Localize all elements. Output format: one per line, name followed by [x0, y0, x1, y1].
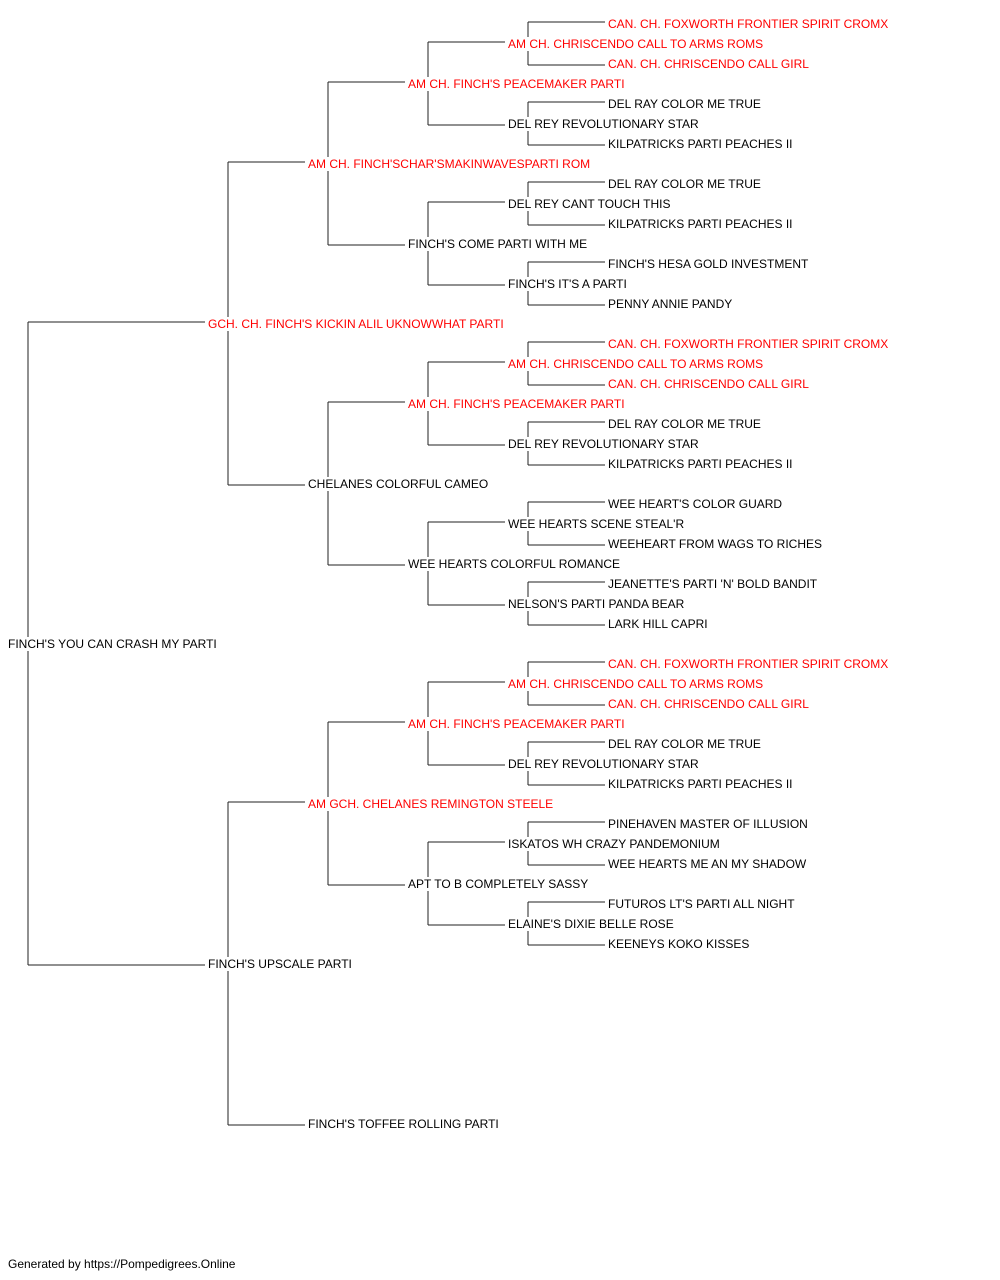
pedigree-name-gen4: ELAINE'S DIXIE BELLE ROSE — [508, 917, 674, 931]
pedigree-name-gen3: WEE HEARTS COLORFUL ROMANCE — [408, 557, 621, 571]
pedigree-name-gen5: FINCH'S HESA GOLD INVESTMENT — [608, 257, 809, 271]
pedigree-name-gen3: APT TO B COMPLETELY SASSY — [408, 877, 589, 891]
pedigree-name-gen3: AM CH. FINCH'S PEACEMAKER PARTI — [408, 397, 625, 411]
pedigree-name-gen5: KILPATRICKS PARTI PEACHES II — [608, 777, 793, 791]
pedigree-name-gen4: FINCH'S IT'S A PARTI — [508, 277, 627, 291]
pedigree-name-gen4: DEL REY CANT TOUCH THIS — [508, 197, 671, 211]
pedigree-name-gen2: AM CH. FINCH'SCHAR'SMAKINWAVESPARTI ROM — [308, 157, 591, 171]
pedigree-name-gen5: KILPATRICKS PARTI PEACHES II — [608, 137, 793, 151]
pedigree-name-gen5: JEANETTE'S PARTI 'N' BOLD BANDIT — [608, 577, 818, 591]
pedigree-name-gen5: CAN. CH. CHRISCENDO CALL GIRL — [608, 57, 809, 71]
pedigree-name-gen3: AM CH. FINCH'S PEACEMAKER PARTI — [408, 717, 625, 731]
pedigree-name-gen4: ISKATOS WH CRAZY PANDEMONIUM — [508, 837, 720, 851]
pedigree-name-gen4: AM CH. CHRISCENDO CALL TO ARMS ROMS — [508, 37, 764, 51]
pedigree-name-gen5: KILPATRICKS PARTI PEACHES II — [608, 457, 793, 471]
pedigree-name-gen4: AM CH. CHRISCENDO CALL TO ARMS ROMS — [508, 677, 764, 691]
pedigree-name-gen4: WEE HEARTS SCENE STEAL'R — [508, 517, 685, 531]
pedigree-name-gen3: FINCH'S COME PARTI WITH ME — [408, 237, 588, 251]
pedigree-name-gen5: DEL RAY COLOR ME TRUE — [608, 97, 761, 111]
pedigree-name-gen2: CHELANES COLORFUL CAMEO — [308, 477, 489, 491]
pedigree-name-gen4: DEL REY REVOLUTIONARY STAR — [508, 757, 699, 771]
pedigree-name-gen5: CAN. CH. FOXWORTH FRONTIER SPIRIT CROMX — [608, 337, 889, 351]
pedigree-name-gen0: FINCH'S YOU CAN CRASH MY PARTI — [8, 637, 217, 651]
pedigree-name-gen5: KEENEYS KOKO KISSES — [608, 937, 750, 951]
pedigree-name-gen5: FUTUROS LT'S PARTI ALL NIGHT — [608, 897, 795, 911]
pedigree-name-gen2: AM GCH. CHELANES REMINGTON STEELE — [308, 797, 554, 811]
pedigree-name-gen5: PINEHAVEN MASTER OF ILLUSION — [608, 817, 808, 831]
pedigree-name-gen5: CAN. CH. FOXWORTH FRONTIER SPIRIT CROMX — [608, 17, 889, 31]
pedigree-name-gen2: FINCH'S TOFFEE ROLLING PARTI — [308, 1117, 499, 1131]
pedigree-name-gen5: WEEHEART FROM WAGS TO RICHES — [608, 537, 823, 551]
pedigree-name-gen5: DEL RAY COLOR ME TRUE — [608, 737, 761, 751]
pedigree-name-gen4: DEL REY REVOLUTIONARY STAR — [508, 437, 699, 451]
pedigree-name-gen5: CAN. CH. CHRISCENDO CALL GIRL — [608, 377, 809, 391]
pedigree-name-gen1: GCH. CH. FINCH'S KICKIN ALIL UKNOWWHAT P… — [208, 317, 504, 331]
pedigree-name-gen5: PENNY ANNIE PANDY — [608, 297, 733, 311]
footer-credit: Generated by https://Pompedigrees.Online — [8, 1257, 236, 1271]
pedigree-name-gen4: NELSON'S PARTI PANDA BEAR — [508, 597, 685, 611]
pedigree-name-gen5: CAN. CH. CHRISCENDO CALL GIRL — [608, 697, 809, 711]
pedigree-name-gen5: DEL RAY COLOR ME TRUE — [608, 417, 761, 431]
pedigree-name-gen3: AM CH. FINCH'S PEACEMAKER PARTI — [408, 77, 625, 91]
pedigree-name-gen5: WEE HEART'S COLOR GUARD — [608, 497, 783, 511]
pedigree-name-gen4: AM CH. CHRISCENDO CALL TO ARMS ROMS — [508, 357, 764, 371]
pedigree-name-gen5: LARK HILL CAPRI — [608, 617, 708, 631]
pedigree-name-gen5: DEL RAY COLOR ME TRUE — [608, 177, 761, 191]
pedigree-name-gen4: DEL REY REVOLUTIONARY STAR — [508, 117, 699, 131]
pedigree-name-gen5: WEE HEARTS ME AN MY SHADOW — [608, 857, 807, 871]
pedigree-name-gen5: KILPATRICKS PARTI PEACHES II — [608, 217, 793, 231]
pedigree-name-gen5: CAN. CH. FOXWORTH FRONTIER SPIRIT CROMX — [608, 657, 889, 671]
pedigree-name-gen1: FINCH'S UPSCALE PARTI — [208, 957, 352, 971]
